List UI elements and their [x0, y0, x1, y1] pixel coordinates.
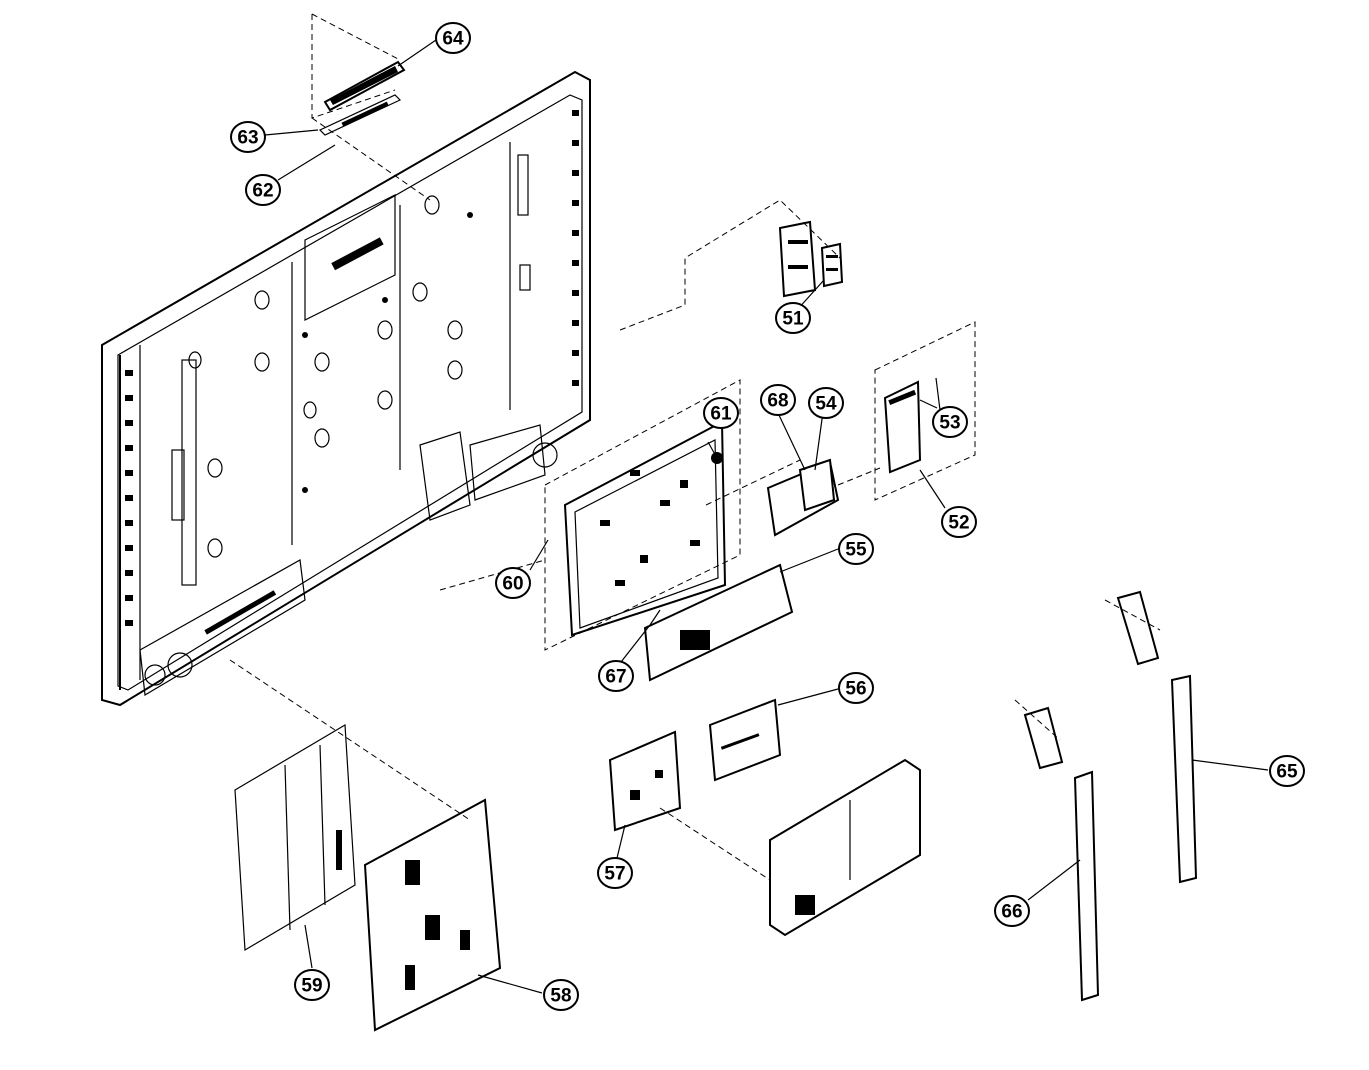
callout-54: 54: [808, 387, 844, 419]
part-59-board: [234, 723, 356, 952]
callout-57: 57: [597, 857, 633, 889]
callout-61: 61: [703, 397, 739, 429]
callout-53: 53: [932, 406, 968, 438]
callout-60-label: 60: [502, 574, 523, 595]
callout-66: 66: [994, 895, 1030, 927]
top-bracket-assembly: [311, 13, 431, 201]
callout-59: 59: [294, 969, 330, 1001]
callout-62-label: 62: [252, 181, 273, 202]
shield-box: [659, 758, 921, 937]
callout-63: 63: [230, 121, 266, 153]
callout-68-label: 68: [767, 391, 788, 412]
callout-61-label: 61: [710, 404, 732, 425]
part-57-board: [608, 730, 682, 832]
callout-55: 55: [838, 533, 874, 565]
leader-lines: [264, 39, 1269, 994]
panel-holes: [188, 195, 473, 558]
part-54-68-board: [705, 458, 881, 537]
callout-56: 56: [838, 672, 874, 704]
callout-54-label: 54: [815, 394, 837, 415]
callout-65-label: 65: [1276, 762, 1298, 783]
callout-52: 52: [941, 506, 977, 538]
part-52-53-bracket: [874, 321, 976, 501]
callout-55-label: 55: [845, 540, 867, 561]
callout-64: 64: [435, 22, 471, 54]
part-58-board: [229, 659, 502, 1032]
callout-57-label: 57: [604, 864, 625, 885]
part-55-67-board: [643, 563, 794, 682]
rear-chassis-panel: [101, 70, 591, 707]
callout-60: 60: [495, 567, 531, 599]
callout-53-label: 53: [939, 413, 960, 434]
callout-51-label: 51: [782, 309, 804, 330]
callout-58-label: 58: [550, 986, 571, 1007]
callout-67: 67: [598, 660, 634, 692]
callout-64-label: 64: [442, 29, 464, 50]
callout-68: 68: [760, 384, 796, 416]
callout-65: 65: [1269, 755, 1305, 787]
callout-62: 62: [245, 174, 281, 206]
callout-59-label: 59: [301, 976, 322, 997]
callout-63-label: 63: [237, 128, 258, 149]
callout-67-label: 67: [605, 667, 626, 688]
part-56-board: [708, 698, 782, 782]
part-60-main-board-group: [439, 379, 741, 651]
callout-51: 51: [775, 302, 811, 334]
part-66-stand-leg: [1014, 699, 1100, 1002]
callout-66-label: 66: [1001, 902, 1022, 923]
right-edge-slots: [572, 110, 579, 386]
callout-52-label: 52: [948, 513, 969, 534]
left-edge-slots: [125, 370, 133, 626]
callout-56-label: 56: [845, 679, 866, 700]
callout-58: 58: [543, 979, 579, 1011]
part-65-stand-leg: [1104, 590, 1198, 884]
